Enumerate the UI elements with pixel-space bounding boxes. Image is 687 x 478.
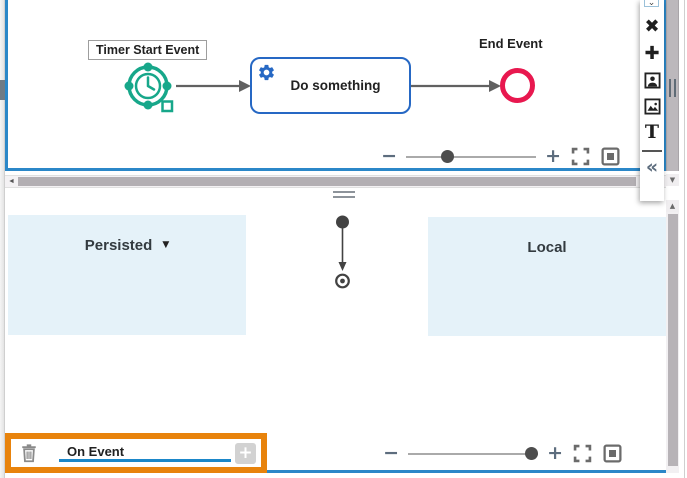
- landscape-image-icon[interactable]: [643, 98, 661, 115]
- task-do-something[interactable]: Do something: [250, 57, 411, 114]
- data-mapping-panel[interactable]: Persisted ▼ Local On Event: [5, 188, 666, 473]
- clipped-tool-icon[interactable]: ⌄: [644, 0, 660, 9]
- zoom-out-button[interactable]: −: [381, 145, 398, 167]
- fullscreen-icon[interactable]: [572, 443, 593, 464]
- fullscreen-icon[interactable]: [570, 146, 591, 167]
- panel-resize-handle[interactable]: [333, 191, 355, 198]
- right-splitter[interactable]: [666, 0, 679, 171]
- tool-palette: ⌄ ✖ ✚ T «: [640, 0, 664, 201]
- persisted-dropdown[interactable]: Persisted ▼: [85, 234, 169, 256]
- zoom-out-button[interactable]: −: [383, 442, 400, 464]
- zoom-slider[interactable]: [406, 150, 537, 163]
- mapping-zoom-controls: − +: [383, 443, 623, 464]
- add-event-button[interactable]: +: [235, 442, 256, 464]
- bpmn-diagram-canvas[interactable]: Timer Start Event Do something End Event…: [5, 0, 666, 171]
- left-splitter[interactable]: [0, 0, 5, 478]
- fit-to-screen-icon[interactable]: [600, 146, 621, 167]
- local-column-panel[interactable]: Local: [428, 217, 666, 336]
- chevron-box-icon: ⌄: [644, 0, 659, 7]
- delete-tool-icon[interactable]: ✖: [644, 16, 660, 37]
- zoom-slider-thumb[interactable]: [441, 150, 455, 163]
- collapse-palette-icon[interactable]: «: [645, 156, 659, 178]
- delete-trash-icon[interactable]: [20, 443, 38, 463]
- chevron-down-icon: ▼: [162, 240, 170, 250]
- scroll-left-arrow-icon[interactable]: ◄: [8, 178, 15, 185]
- scroll-up-arrow-icon[interactable]: ▲: [666, 200, 679, 212]
- zoom-slider[interactable]: [408, 447, 539, 460]
- on-event-row-highlighted[interactable]: On Event +: [5, 433, 267, 473]
- window-edge-line: [684, 0, 685, 478]
- event-name-input[interactable]: On Event: [59, 444, 231, 462]
- add-tool-icon[interactable]: ✚: [644, 43, 660, 64]
- zoom-in-button[interactable]: +: [545, 145, 561, 167]
- zoom-slider-thumb[interactable]: [525, 447, 539, 460]
- scroll-down-arrow-icon[interactable]: ▼: [666, 174, 679, 186]
- sequence-flow-arrows: [176, 80, 501, 92]
- vertical-scrollbar-thumb[interactable]: [667, 214, 678, 466]
- left-splitter-grip[interactable]: [0, 80, 5, 100]
- persisted-column-panel[interactable]: Persisted ▼: [8, 215, 246, 335]
- horizontal-scrollbar[interactable]: ◄: [5, 175, 666, 188]
- local-label: Local: [527, 238, 567, 256]
- horizontal-scrollbar-thumb[interactable]: [18, 177, 636, 186]
- zoom-in-button[interactable]: +: [547, 442, 563, 464]
- service-task-gear-icon: [259, 64, 274, 81]
- task-label: Do something: [290, 78, 381, 93]
- text-tool-icon[interactable]: T: [644, 121, 660, 143]
- diagram-zoom-controls: − +: [381, 146, 621, 167]
- end-event-label: End Event: [479, 36, 543, 51]
- timer-start-event-label[interactable]: Timer Start Event: [88, 40, 208, 60]
- right-splitter-grip[interactable]: [669, 79, 676, 97]
- timer-start-event-shape[interactable]: [120, 59, 176, 115]
- palette-divider: [642, 150, 662, 152]
- end-event-shape[interactable]: [500, 68, 535, 103]
- mapping-flow-graphic: [335, 215, 350, 289]
- persisted-label: Persisted: [84, 236, 153, 254]
- fit-to-screen-icon[interactable]: [602, 443, 623, 464]
- vertical-scrollbar[interactable]: ▲: [666, 200, 679, 473]
- portrait-image-icon[interactable]: [643, 72, 661, 89]
